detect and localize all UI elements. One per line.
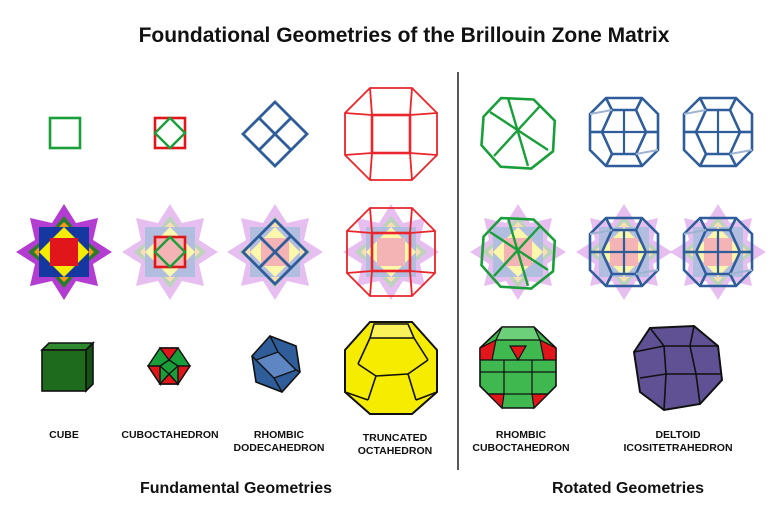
cube-star-projection bbox=[16, 204, 112, 300]
label-cube: CUBE bbox=[49, 429, 79, 441]
deltoid-net-front bbox=[588, 96, 660, 168]
section-title-rotated: Rotated Geometries bbox=[552, 480, 704, 497]
label-deltoid-icositetrahedron-line1: DELTOID bbox=[655, 429, 701, 441]
cuboctahedron-star-projection bbox=[122, 204, 218, 300]
truncated-octahedron-solid bbox=[344, 321, 438, 415]
deltoid-net-back bbox=[682, 96, 754, 168]
label-rhombic-dodecahedron-line1: RHOMBIC bbox=[254, 429, 305, 441]
rhombic-dodecahedron-solid bbox=[251, 335, 301, 393]
label-truncated-octahedron-line2: OCTAHEDRON bbox=[358, 445, 432, 457]
label-rhombic-cuboctahedron-line1: RHOMBIC bbox=[496, 429, 547, 441]
cuboctahedron-outline bbox=[153, 116, 187, 150]
cube-outline bbox=[48, 116, 82, 150]
rhombic-cuboctahedron-solid bbox=[479, 326, 557, 410]
cuboctahedron-solid bbox=[146, 347, 192, 387]
label-cuboctahedron: CUBOCTAHEDRON bbox=[121, 429, 218, 441]
label-rhombic-dodecahedron-line2: DODECAHEDRON bbox=[233, 442, 324, 454]
deltoid-star-projection-front bbox=[576, 204, 672, 300]
deltoid-star-projection-back bbox=[670, 204, 766, 300]
truncated-octahedron-star-projection bbox=[343, 204, 439, 300]
truncated-octahedron-outline bbox=[344, 87, 438, 181]
section-title-fundamental: Fundamental Geometries bbox=[140, 480, 332, 497]
label-rhombic-cuboctahedron-line2: CUBOCTAHEDRON bbox=[472, 442, 569, 454]
rhombic-dodecahedron-star-projection bbox=[227, 204, 323, 300]
cube-solid bbox=[40, 341, 95, 393]
rhombic-cuboctahedron-outline bbox=[480, 96, 557, 170]
label-deltoid-icositetrahedron-line2: ICOSITETRAHEDRON bbox=[623, 442, 732, 454]
rhombic-cuboctahedron-star-projection bbox=[470, 204, 566, 300]
deltoid-icositetrahedron-solid bbox=[632, 324, 724, 412]
rhombic-dodecahedron-outline bbox=[241, 100, 309, 168]
page-title: Foundational Geometries of the Brillouin… bbox=[139, 24, 670, 47]
label-truncated-octahedron-line1: TRUNCATED bbox=[363, 432, 428, 444]
